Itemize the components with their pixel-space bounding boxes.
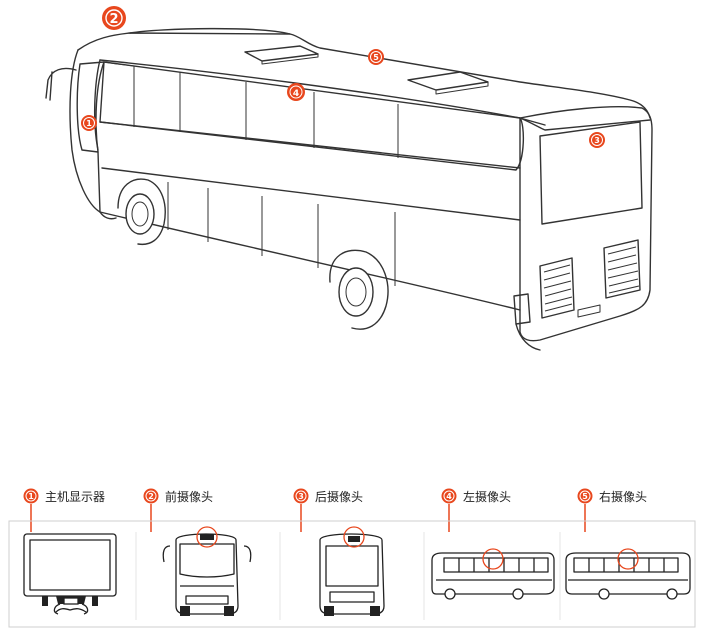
svg-text:1: 1 [28,492,34,501]
svg-text:4: 4 [293,89,299,99]
right-side-bus-thumbnail [565,548,691,600]
svg-text:2: 2 [109,12,118,27]
svg-text:5: 5 [582,492,588,501]
svg-text:5: 5 [373,53,379,62]
bus-markers: 2 1 4 5 3 [81,6,605,148]
svg-text:4: 4 [446,492,452,501]
legend-label-front-camera: 前摄像头 [165,489,213,504]
monitor-thumbnail [23,533,117,615]
legend-label-rear-camera: 后摄像头 [315,489,363,504]
marker-rear-camera: 3 [589,132,605,148]
svg-text:2: 2 [148,492,154,501]
legend-item-monitor: 1 主机显示器 [23,488,105,504]
legend-item-rear-camera: 3 后摄像头 [293,488,363,504]
left-side-bus-thumbnail [431,548,555,600]
legend-item-front-camera: 2 前摄像头 [143,488,213,504]
legend-item-right-camera: 5 右摄像头 [577,488,647,504]
legend: 1 主机显示器 2 前摄像头 3 后摄像头 4 左摄像头 5 [23,488,647,532]
marker-monitor: 1 [81,115,97,131]
svg-text:1: 1 [86,119,92,128]
legend-label-monitor: 主机显示器 [45,490,105,504]
thumbnail-strip [8,520,696,628]
svg-text:3: 3 [594,136,600,145]
svg-text:3: 3 [298,492,304,501]
legend-pointer-lines [30,504,586,532]
bus-illustration [45,27,653,351]
marker-right-camera: 5 [368,49,384,65]
marker-front-camera: 2 [102,6,126,30]
legend-item-left-camera: 4 左摄像头 [441,488,511,504]
legend-label-left-camera: 左摄像头 [463,489,511,504]
marker-left-camera: 4 [287,83,305,101]
rear-bus-thumbnail [319,526,385,616]
front-bus-thumbnail [162,526,252,616]
legend-label-right-camera: 右摄像头 [599,489,647,504]
